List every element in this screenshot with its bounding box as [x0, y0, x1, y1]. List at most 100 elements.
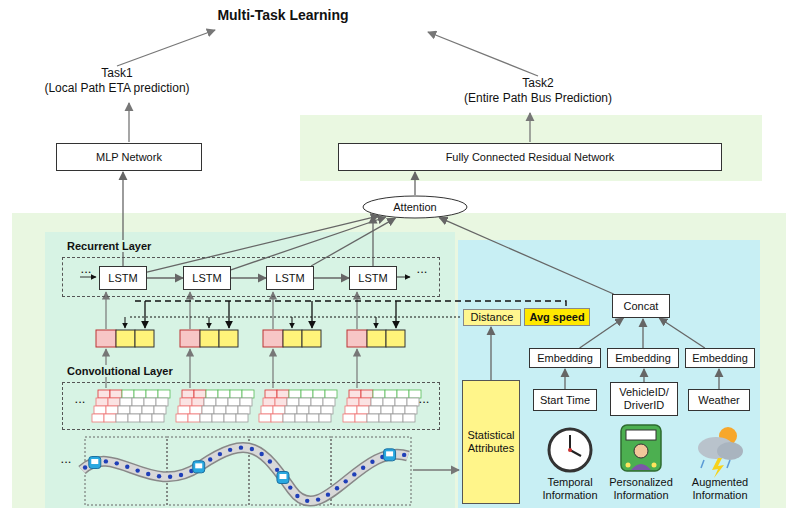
- clock-icon: [549, 429, 591, 471]
- grid-cell: [309, 406, 321, 414]
- box-label: Weather: [698, 394, 739, 407]
- grid-cell: [154, 406, 166, 414]
- info-caption: Augmented Information: [681, 476, 759, 501]
- arrow-line: [125, 317, 126, 328]
- arrow-line: [189, 292, 190, 329]
- grid-cell: [271, 414, 283, 422]
- grid-cell: [355, 414, 367, 422]
- connector-arrow: [147, 216, 379, 272]
- gps-point: [208, 457, 212, 461]
- grid-cell: [190, 406, 202, 414]
- gps-point: [335, 486, 339, 490]
- grid-cell: [200, 414, 212, 422]
- grid-cell: [152, 414, 164, 422]
- grid-cell: [385, 390, 397, 398]
- task-label: Task1: [101, 67, 132, 81]
- grid-cell: [118, 406, 130, 414]
- box-label: Embedding: [692, 352, 748, 365]
- box-label: LSTM: [108, 272, 137, 285]
- sequence-panel: [45, 232, 455, 508]
- grid-cell: [407, 398, 419, 406]
- lstm-cell: LSTM: [99, 266, 147, 290]
- info-caption: Temporal Information: [530, 476, 610, 501]
- embedding-box: Embedding: [529, 348, 601, 368]
- conv-feature: [347, 330, 367, 347]
- arrow-line: [395, 301, 396, 328]
- bus-stop-icon: [193, 461, 205, 473]
- grid-cell: [323, 398, 335, 406]
- gps-point: [179, 473, 183, 477]
- grid-cell: [180, 398, 192, 406]
- gps-point: [402, 453, 406, 457]
- connector-arrow: [311, 218, 395, 266]
- grid-cell: [295, 414, 307, 422]
- connector-arrow: [564, 369, 565, 389]
- box-label: LSTM: [275, 272, 304, 285]
- grid-cell: [182, 390, 194, 398]
- grid-cell: [393, 406, 405, 414]
- conv-grid: [176, 390, 254, 422]
- connector-arrow: [372, 215, 373, 266]
- grid-cell: [275, 398, 287, 406]
- grid-cell: [405, 406, 417, 414]
- task-label: (Local Path ETA prediction): [44, 82, 189, 96]
- grid-cell: [313, 390, 325, 398]
- input-box: Start Time: [533, 389, 597, 411]
- arrow-line: [413, 469, 459, 470]
- embedding-box: Embedding: [685, 348, 755, 368]
- conv-feature: [263, 330, 283, 347]
- ellipsis: ...: [61, 452, 72, 467]
- layer-frame: LSTMLSTMLSTMLSTMRecurrent Layer: [62, 257, 440, 297]
- gps-point: [370, 460, 374, 464]
- info-caption: Personalized Information: [603, 476, 679, 501]
- distance-feature: [200, 330, 219, 347]
- task-label: Task2: [522, 77, 553, 91]
- arrow-line: [311, 301, 312, 328]
- connector-arrow: [314, 277, 349, 278]
- layer-frame: Convolutional Layer: [62, 382, 440, 430]
- gps-point: [168, 475, 172, 479]
- grid-cell: [263, 398, 275, 406]
- box-label: VehicleID/ DriverID: [611, 386, 677, 411]
- feature-vector: [180, 292, 238, 388]
- grid-cell: [283, 414, 295, 422]
- grid-cell: [216, 398, 228, 406]
- speed-feature: [219, 330, 238, 347]
- grid-cell: [287, 398, 299, 406]
- road: [82, 445, 408, 503]
- feature-box: Avg speed: [524, 308, 590, 326]
- conv-grid: [259, 390, 337, 422]
- grid-cell: [92, 414, 104, 422]
- input-box: VehicleID/ DriverID: [610, 382, 678, 416]
- grid-cell: [130, 406, 142, 414]
- distance-feature: [283, 330, 302, 347]
- clock-face: [549, 429, 591, 471]
- grid-cell: [106, 406, 118, 414]
- grid-cell: [120, 398, 132, 406]
- box-label: Attention: [393, 201, 436, 214]
- grid-cell: [371, 398, 383, 406]
- process-box: Concat: [612, 294, 670, 318]
- speed-feature: [386, 330, 405, 347]
- gps-point: [157, 474, 161, 478]
- bus-body: [621, 425, 661, 471]
- bus-stop-icon: [91, 459, 98, 464]
- connector-arrow: [490, 327, 491, 380]
- gps-point: [83, 465, 87, 469]
- gps-point: [125, 465, 129, 469]
- arrow-line: [209, 317, 210, 328]
- grid-cell: [311, 398, 323, 406]
- grid-cell: [359, 398, 371, 406]
- grid-cell: [230, 390, 242, 398]
- grid-cell: [259, 414, 271, 422]
- speed-feature: [135, 330, 154, 347]
- bus-window: [626, 430, 656, 440]
- feature-vector: [263, 292, 321, 388]
- task2-band: [300, 115, 762, 181]
- lightning: [712, 458, 724, 478]
- bus-stop-icon: [195, 463, 202, 468]
- grid-cell: [188, 414, 200, 422]
- arrow-line: [529, 113, 530, 142]
- grid-cell: [132, 398, 144, 406]
- grid-cell: [397, 390, 409, 398]
